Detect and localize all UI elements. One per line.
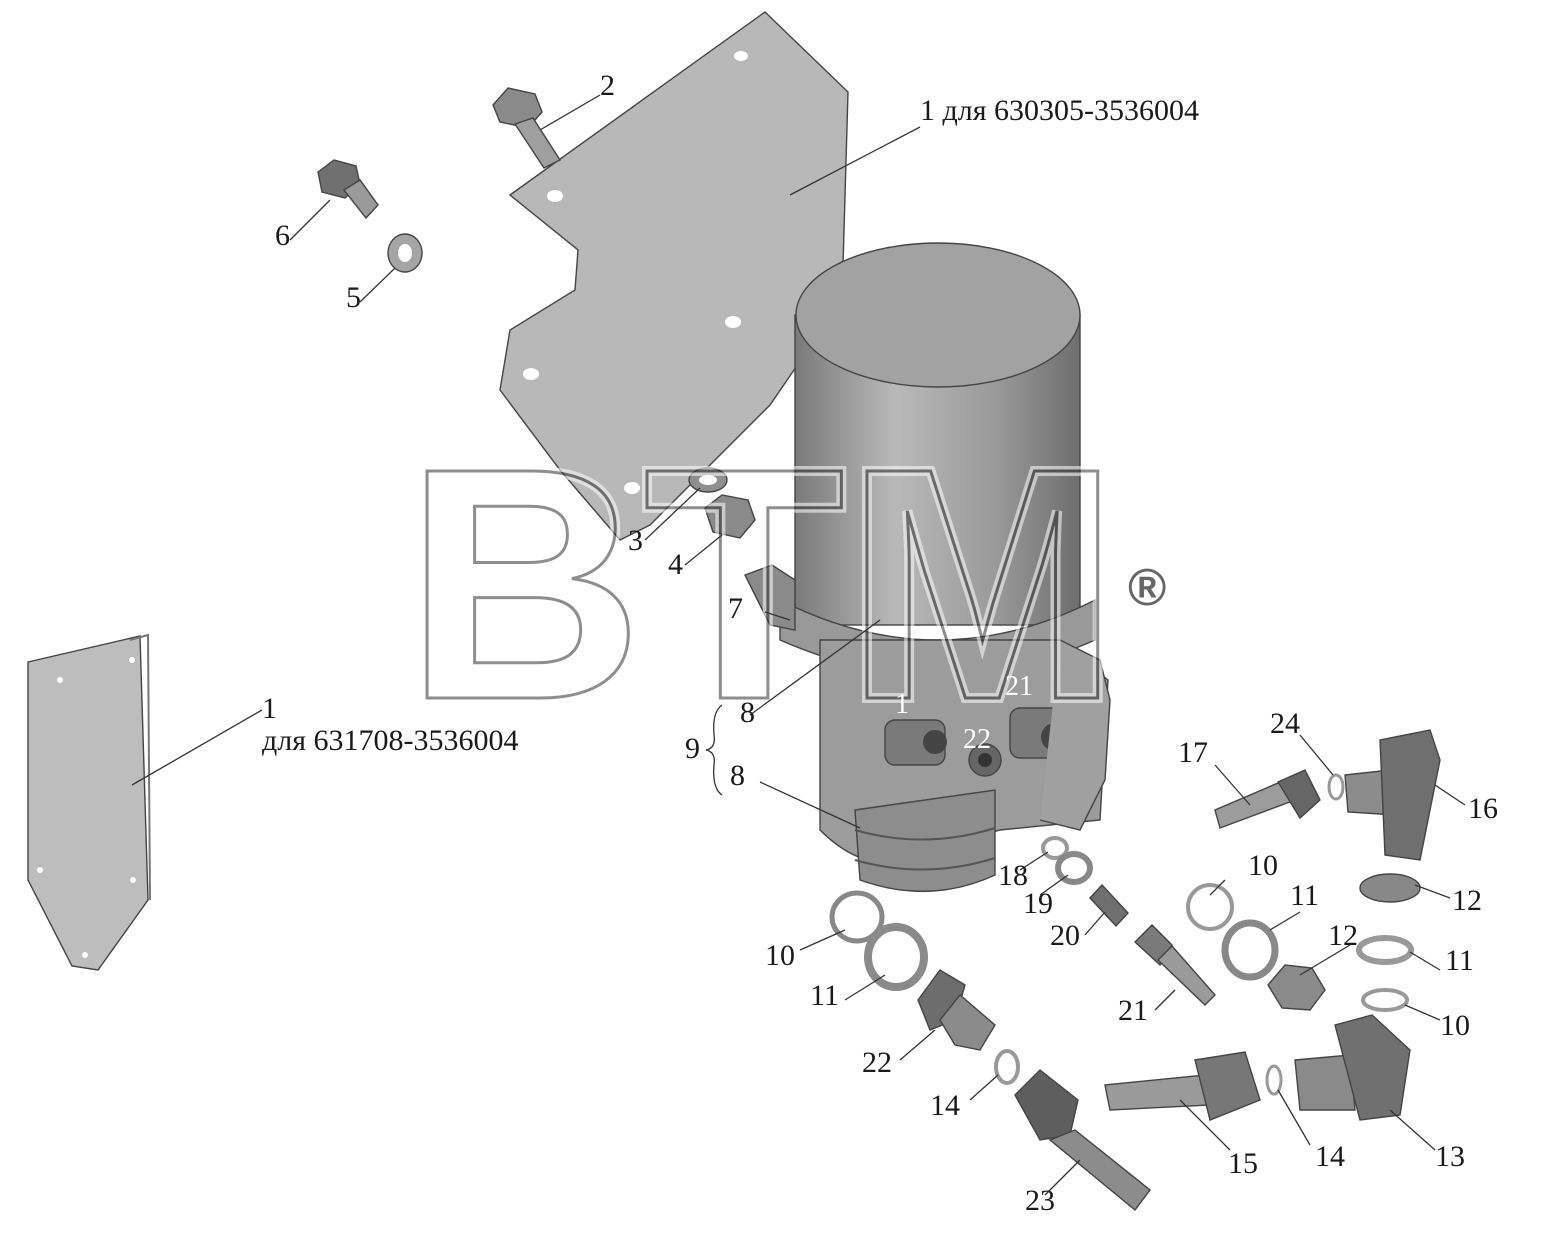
banjo-13 [1294,1014,1411,1121]
callout-1-left-num: 1 [262,692,277,725]
fitting-17 [1214,769,1321,829]
washer-3 [688,467,728,493]
watermark: BTM BTM [400,394,1125,773]
bracket-hole [82,952,88,958]
bracket-hole [129,657,135,663]
fitting-20 [1089,883,1129,928]
callout-23: 23 [1025,1184,1055,1217]
bracket-hole [547,190,563,202]
callout-15: 15 [1228,1147,1258,1180]
watermark-text: BTM [405,399,1120,768]
fitting-21 [1133,924,1216,1006]
callout-11-left: 11 [810,979,839,1012]
bolt-6 [317,159,379,220]
bracket-hole [37,867,43,873]
bracket-hole [130,877,136,883]
ring-24 [1327,773,1345,801]
bracket-plate-left [27,635,149,971]
ring-11-left [864,923,928,991]
bracket-hole [57,677,63,683]
ring-14-right [1265,1064,1283,1096]
nut-4 [704,494,756,539]
washer-5 [387,233,423,273]
callout-10-right: 10 [1440,1009,1470,1042]
callout-20: 20 [1050,919,1080,952]
callout-9: 9 [685,732,700,765]
bracket-plate-top [499,11,849,541]
pipe-15 [1104,1051,1261,1121]
ring-10-left [829,890,885,944]
callout-17: 17 [1178,736,1208,769]
callout-6: 6 [275,219,290,252]
bolt-2 [492,87,562,169]
ring-14-left [994,1049,1020,1085]
callout-16: 16 [1468,792,1498,825]
callout-18: 18 [998,859,1028,892]
ring-18 [1041,836,1069,860]
callout-7: 7 [728,592,743,625]
nut-12-top [1359,873,1421,903]
fitting-23 [1014,1069,1151,1212]
callout-1-top: 1 для 630305-3536004 [920,94,1199,127]
callout-13: 13 [1435,1140,1465,1173]
bracket-hole [624,482,640,494]
callout-14-right: 14 [1315,1140,1345,1173]
callout-12-right: 12 [1452,884,1482,917]
ring-10-right [1361,988,1409,1012]
nut-12-mid [1267,964,1326,1011]
callout-22-body: 22 [963,724,991,755]
air-dryer-cartridge [744,242,1111,892]
ring-19 [1055,851,1093,885]
callout-4: 4 [668,548,683,581]
callout-21: 21 [1118,994,1148,1027]
leader-lines [131,94,1466,1196]
banjo-16 [1344,729,1441,861]
callout-1-body: 1 [895,689,909,720]
bracket-hole [523,368,539,380]
callout-1-left-text: для 631708-3536004 [262,724,519,757]
callout-11-right: 11 [1445,944,1474,977]
callout-12-mid: 12 [1328,919,1358,952]
callout-2: 2 [600,69,615,102]
bracket-hole [734,51,748,61]
callout-22: 22 [862,1046,892,1079]
callout-19: 19 [1023,887,1053,920]
ring-11-mid [1221,919,1279,981]
callout-14-left: 14 [930,1089,960,1122]
registered-mark: ® [1128,559,1166,617]
callout-11-mid: 11 [1290,879,1319,912]
callout-21-body: 21 [1005,671,1033,702]
callout-8a: 8 [740,696,755,729]
callout-10-left: 10 [765,939,795,972]
watermark-text-outline: BTM [405,399,1120,768]
bracket-hole [725,316,741,328]
fitting-22 [917,969,996,1051]
callout-10-mid: 10 [1248,849,1278,882]
callout-3: 3 [628,524,643,557]
callout-5: 5 [346,281,361,314]
ring-10-mid [1186,883,1234,931]
ring-11-right [1356,935,1414,965]
callout-8b: 8 [730,759,745,792]
callout-24: 24 [1270,707,1300,740]
